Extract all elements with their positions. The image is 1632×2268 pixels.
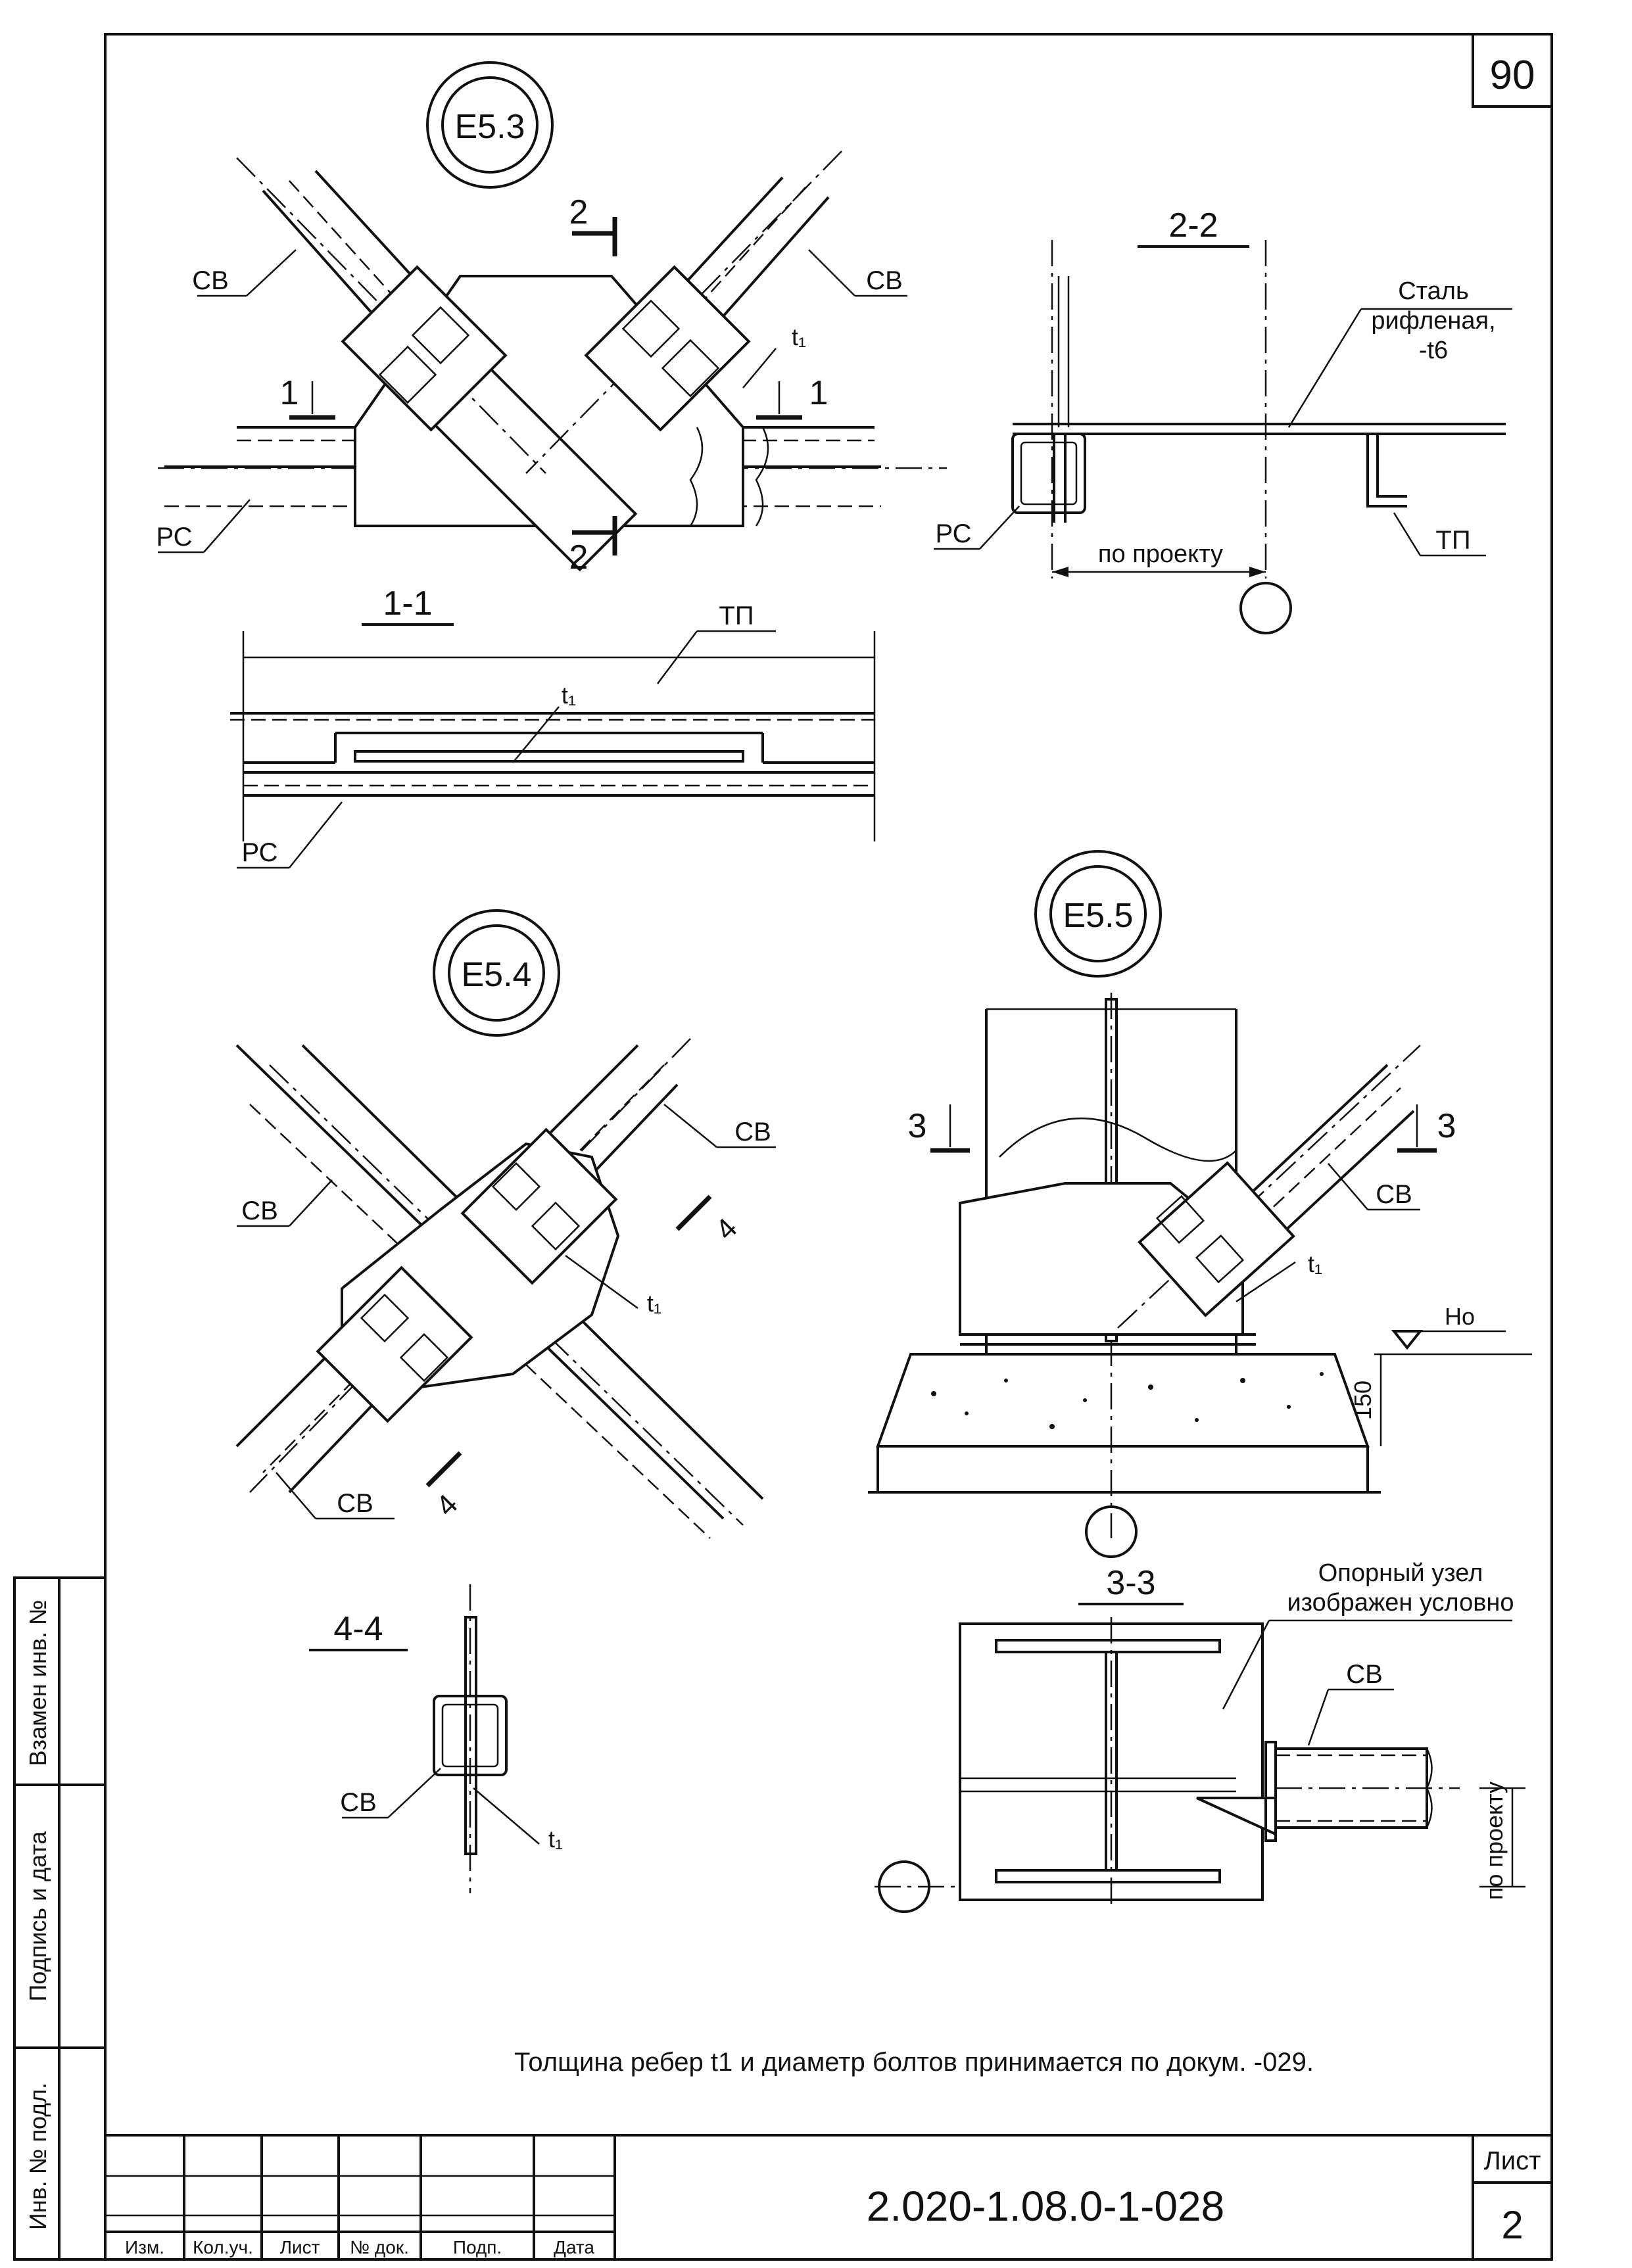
s33-sv: СВ	[1346, 1660, 1383, 1689]
s33-dim: по проекту	[1481, 1782, 1508, 1900]
section-2-2: 2-2 Сталь рифленая, -t6 РС ТП по проекту	[934, 206, 1512, 634]
e55-h0: Hо	[1445, 1303, 1475, 1330]
s22-title: 2-2	[1168, 206, 1218, 245]
s22-mat1: Сталь	[1398, 277, 1469, 305]
section-4-4: 4-4 СВ t₁	[309, 1584, 563, 1893]
s33-title: 3-3	[1106, 1564, 1155, 1602]
s22-rs: РС	[935, 519, 971, 548]
tb-col-izm: Изм.	[125, 2237, 164, 2257]
detail-e54: Е5.4 СВ СВ СВ t₁ 4 4	[235, 909, 776, 1539]
sheet-label: Лист	[1484, 2146, 1541, 2175]
e53-sv-left: СВ	[192, 266, 229, 295]
s33-note2: изображен условно	[1287, 1589, 1514, 1617]
s44-title: 4-4	[333, 1610, 383, 1648]
e53-sv-right: СВ	[866, 266, 903, 295]
e55-cut3-right: 3	[1437, 1107, 1456, 1145]
badge-e53: Е5.3	[455, 108, 525, 146]
e55-dim150: 150	[1349, 1381, 1376, 1420]
stamp-inventory: Инв. № подл.	[24, 2083, 51, 2230]
s22-mat3: -t6	[1419, 337, 1448, 364]
badge-e55: Е5.5	[1063, 897, 1134, 935]
side-stamp: Взамен инв. № Подпись и дата Инв. № подл…	[13, 1576, 107, 2261]
tb-col-list: Лист	[280, 2237, 320, 2257]
tb-col-date: Дата	[554, 2237, 594, 2257]
detail-e55: Е5.5 3 3	[868, 850, 1532, 1558]
e53-cut1-right: 1	[809, 374, 828, 412]
stamp-signature: Подпись и дата	[24, 1831, 51, 2002]
e55-t1: t₁	[1308, 1250, 1322, 1277]
stamp-replace: Взамен инв. №	[24, 1600, 51, 1766]
s22-mat2: рифленая,	[1371, 307, 1495, 335]
e53-cut2-top: 2	[569, 193, 588, 231]
badge-e54: Е5.4	[462, 956, 532, 994]
section-1-1: 1-1 ТП t₁ РС	[230, 584, 876, 869]
e53-cut2-bottom: 2	[569, 538, 588, 577]
e54-cut4-bottom: 4	[430, 1488, 464, 1523]
corner-number-box	[1472, 33, 1553, 108]
tb-col-doc: № док.	[350, 2237, 409, 2257]
doc-code: 2.020-1.08.0-1-028	[867, 2183, 1224, 2230]
s11-title: 1-1	[383, 584, 432, 623]
e54-sv-bottom: СВ	[337, 1489, 373, 1518]
general-note: Толщина ребер t1 и диаметр болтов приним…	[514, 2048, 1314, 2077]
s11-t1: t₁	[562, 682, 576, 709]
concrete-speckles	[931, 1372, 1324, 1429]
e53-rs: РС	[156, 523, 192, 552]
sheet-frame	[104, 33, 1553, 2261]
s22-dim: по проекту	[1098, 540, 1223, 568]
corner-number: 90	[1490, 53, 1535, 98]
sheet-number: 2	[1501, 2203, 1523, 2247]
s11-tp: ТП	[719, 602, 754, 630]
e53-cut1-left: 1	[280, 374, 299, 412]
section-3-3: 3-3 Опорный узел изображен условно СВ по…	[875, 1559, 1525, 1913]
s33-note1: Опорный узел	[1318, 1559, 1483, 1587]
e54-sv-top: СВ	[734, 1118, 771, 1146]
s22-tp: ТП	[1435, 526, 1470, 555]
s44-sv: СВ	[340, 1788, 377, 1817]
title-block: Изм. Кол.уч. Лист № док. Подп. Дата 2.02…	[105, 2134, 1552, 2259]
tb-col-kol: Кол.уч.	[193, 2237, 253, 2257]
e55-cut3-left: 3	[908, 1107, 927, 1145]
e54-sv-left: СВ	[241, 1196, 278, 1225]
e54-cut4-top: 4	[709, 1212, 744, 1246]
s11-rs: РС	[241, 838, 277, 867]
s44-t1: t₁	[548, 1826, 563, 1853]
detail-e53: Е5.3 СВ	[156, 61, 947, 577]
e54-t1: t₁	[647, 1290, 661, 1317]
e55-sv: СВ	[1376, 1180, 1412, 1209]
e53-t1: t₁	[792, 323, 806, 350]
tb-col-podp: Подп.	[453, 2237, 502, 2257]
